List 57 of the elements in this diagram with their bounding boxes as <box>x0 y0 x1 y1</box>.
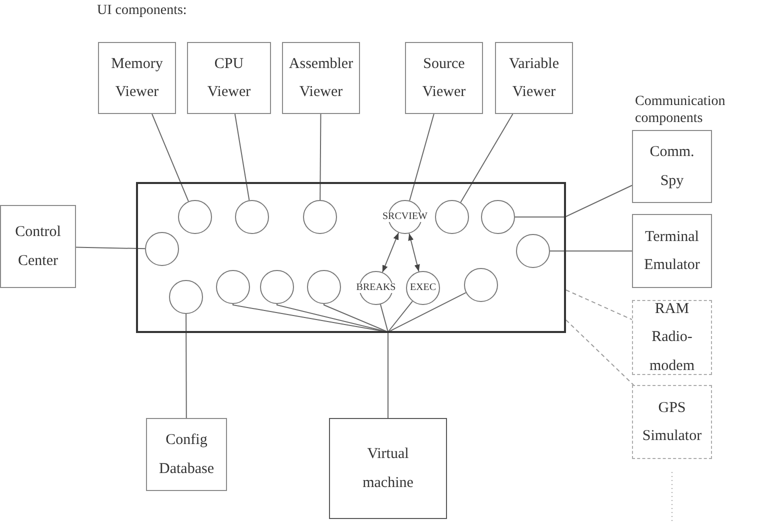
connector-line <box>234 114 250 201</box>
connector-line <box>566 290 632 320</box>
node-label: Comm. Spy <box>650 143 694 190</box>
connector-line <box>514 184 632 218</box>
node-label: CPU Viewer <box>207 54 251 102</box>
component-circle <box>303 200 337 234</box>
node-label: GPS Simulator <box>642 398 702 446</box>
component-circle <box>235 200 269 234</box>
node-label: Memory Viewer <box>111 54 163 102</box>
component-circle <box>169 280 203 314</box>
group-heading: UI components: <box>97 3 187 20</box>
component-box <box>632 214 712 288</box>
component-circle <box>145 232 179 266</box>
connector-line <box>152 114 189 202</box>
node-label: Source Viewer <box>422 54 466 102</box>
connector-line <box>460 114 514 203</box>
component-box <box>632 130 712 203</box>
component-box <box>632 385 712 459</box>
connector-line <box>566 320 634 386</box>
node-label: Terminal Emulator <box>644 228 700 275</box>
component-box <box>405 42 483 114</box>
component-circle <box>178 200 212 234</box>
component-circle <box>516 234 550 268</box>
connector-line <box>550 250 632 252</box>
group-heading: Communication components <box>635 94 726 128</box>
arrow <box>408 232 420 272</box>
connector-line <box>320 114 322 200</box>
node-label: Control Center <box>15 223 61 270</box>
component-box <box>98 42 176 114</box>
connector-line <box>388 292 466 418</box>
node-label: EXEC <box>408 283 438 293</box>
component-box <box>0 205 76 288</box>
component-box <box>632 300 712 375</box>
component-circle <box>435 200 469 234</box>
connector-line <box>186 314 187 418</box>
component-circle <box>216 270 250 304</box>
component-box <box>329 418 447 519</box>
component-circle <box>260 270 294 304</box>
component-box <box>495 42 573 114</box>
connector-line <box>76 246 146 250</box>
arrow <box>382 232 400 273</box>
module-container <box>136 182 566 333</box>
component-circle <box>481 200 515 234</box>
node-label: BREAKS <box>355 283 397 293</box>
node-label: RAM Radio-modem <box>650 300 694 376</box>
component-circle <box>406 271 440 305</box>
node-label: SRCVIEW <box>382 212 428 222</box>
connector-line <box>409 114 434 202</box>
node-label: Variable Viewer <box>509 54 559 102</box>
component-circle <box>307 270 341 304</box>
node-label: Virtual machine <box>362 445 414 492</box>
node-label: Assembler Viewer <box>288 54 354 102</box>
component-box <box>187 42 271 114</box>
node-label: Config Database <box>159 431 214 478</box>
component-circle <box>464 268 498 302</box>
component-box <box>282 42 360 114</box>
component-box <box>146 418 227 491</box>
